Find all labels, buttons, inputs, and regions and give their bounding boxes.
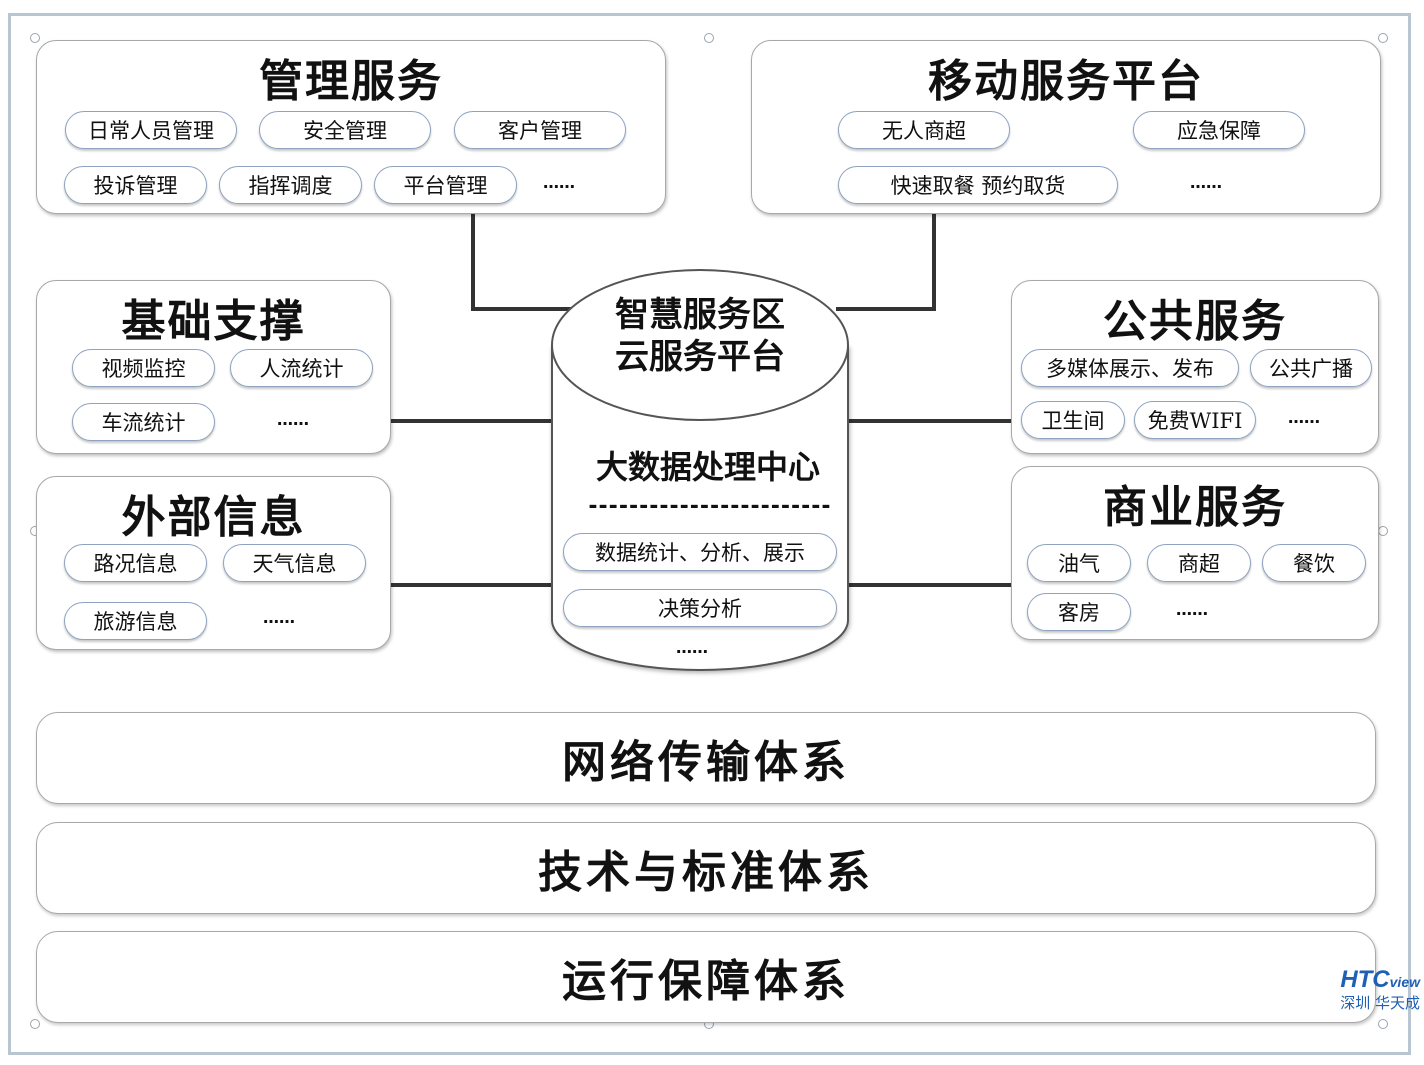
item-free-wifi[interactable]: 免费WIFI [1134, 401, 1256, 439]
panel-external: 外部信息 路况信息 天气信息 旅游信息 …… [36, 476, 391, 650]
item-platform-mgmt[interactable]: 平台管理 [374, 166, 517, 204]
item-emergency[interactable]: 应急保障 [1133, 111, 1305, 149]
item-complaints[interactable]: 投诉管理 [64, 166, 207, 204]
management-more: …… [543, 173, 575, 192]
item-dispatch[interactable]: 指挥调度 [219, 166, 362, 204]
panel-management: 管理服务 日常人员管理 安全管理 客户管理 投诉管理 指挥调度 平台管理 …… [36, 40, 666, 214]
item-dining[interactable]: 餐饮 [1262, 544, 1366, 582]
mobile-more: …… [1190, 173, 1222, 192]
panel-commercial: 商业服务 油气 商超 餐饮 客房 …… [1011, 466, 1379, 640]
system-operations[interactable]: 运行保障体系 [36, 931, 1376, 1023]
resize-handle-bottom-right[interactable] [1378, 1019, 1388, 1029]
cloud-platform-title-line1: 智慧服务区 [615, 295, 785, 335]
htcview-logo: HTCview 深圳 华天成 [1340, 968, 1420, 1013]
item-traffic-info[interactable]: 路况信息 [64, 544, 207, 582]
logo-subtitle: 深圳 华天成 [1340, 994, 1420, 1012]
item-vehicle-stats[interactable]: 车流统计 [72, 403, 215, 441]
resize-handle-bottom-left[interactable] [30, 1019, 40, 1029]
connector-management [471, 214, 572, 311]
item-video-surveillance[interactable]: 视频监控 [72, 349, 215, 387]
item-customer[interactable]: 客户管理 [454, 111, 626, 149]
item-restroom[interactable]: 卫生间 [1021, 401, 1125, 439]
panel-public-title: 公共服务 [1103, 296, 1287, 347]
panel-mobile-title: 移动服务平台 [928, 56, 1204, 107]
item-multimedia[interactable]: 多媒体展示、发布 [1021, 349, 1239, 387]
panel-infrastructure: 基础支撑 视频监控 人流统计 车流统计 …… [36, 280, 391, 454]
item-supermarket[interactable]: 商超 [1147, 544, 1251, 582]
item-daily-staff[interactable]: 日常人员管理 [65, 111, 237, 149]
logo-brand-main: HTC [1340, 966, 1390, 993]
item-public-broadcast[interactable]: 公共广播 [1250, 349, 1372, 387]
system-tech-standards[interactable]: 技术与标准体系 [36, 822, 1376, 914]
center-item-decision-analysis[interactable]: 决策分析 [563, 589, 837, 627]
item-unmanned-store[interactable]: 无人商超 [838, 111, 1010, 149]
item-guest-rooms[interactable]: 客房 [1027, 593, 1131, 631]
infrastructure-more: …… [277, 410, 309, 429]
panel-commercial-title: 商业服务 [1103, 482, 1287, 533]
panel-management-title: 管理服务 [259, 56, 443, 107]
panel-infrastructure-title: 基础支撑 [121, 296, 306, 347]
logo-brand: HTCview [1340, 968, 1420, 994]
external-more: …… [263, 608, 295, 627]
connector-mobile [836, 214, 936, 311]
commercial-more: …… [1176, 600, 1208, 619]
cloud-platform-title-line2: 云服务平台 [615, 337, 785, 377]
item-safety[interactable]: 安全管理 [259, 111, 431, 149]
logo-brand-suffix: view [1389, 974, 1420, 990]
item-quick-pickup[interactable]: 快速取餐 预约取货 [838, 166, 1118, 204]
panel-external-title: 外部信息 [121, 492, 306, 543]
item-pedestrian-stats[interactable]: 人流统计 [230, 349, 373, 387]
item-weather-info[interactable]: 天气信息 [223, 544, 366, 582]
center-item-data-stats[interactable]: 数据统计、分析、展示 [563, 533, 837, 571]
panel-public: 公共服务 多媒体展示、发布 公共广播 卫生间 免费WIFI …… [1011, 280, 1379, 454]
panel-mobile: 移动服务平台 无人商超 应急保障 快速取餐 预约取货 …… [751, 40, 1381, 214]
cloud-platform-title: 智慧服务区 云服务平台 [560, 294, 840, 378]
resize-handle-top-center[interactable] [704, 33, 714, 43]
center-more: …… [676, 638, 708, 657]
resize-handle-top-left[interactable] [30, 33, 40, 43]
item-travel-info[interactable]: 旅游信息 [64, 602, 207, 640]
public-more: …… [1288, 408, 1320, 427]
center-divider: ------------------------ [588, 494, 832, 519]
cloud-platform-cylinder [551, 269, 849, 671]
resize-handle-top-right[interactable] [1378, 33, 1388, 43]
big-data-center-label: 大数据处理中心 [595, 448, 820, 486]
system-network[interactable]: 网络传输体系 [36, 712, 1376, 804]
item-fuel[interactable]: 油气 [1027, 544, 1131, 582]
